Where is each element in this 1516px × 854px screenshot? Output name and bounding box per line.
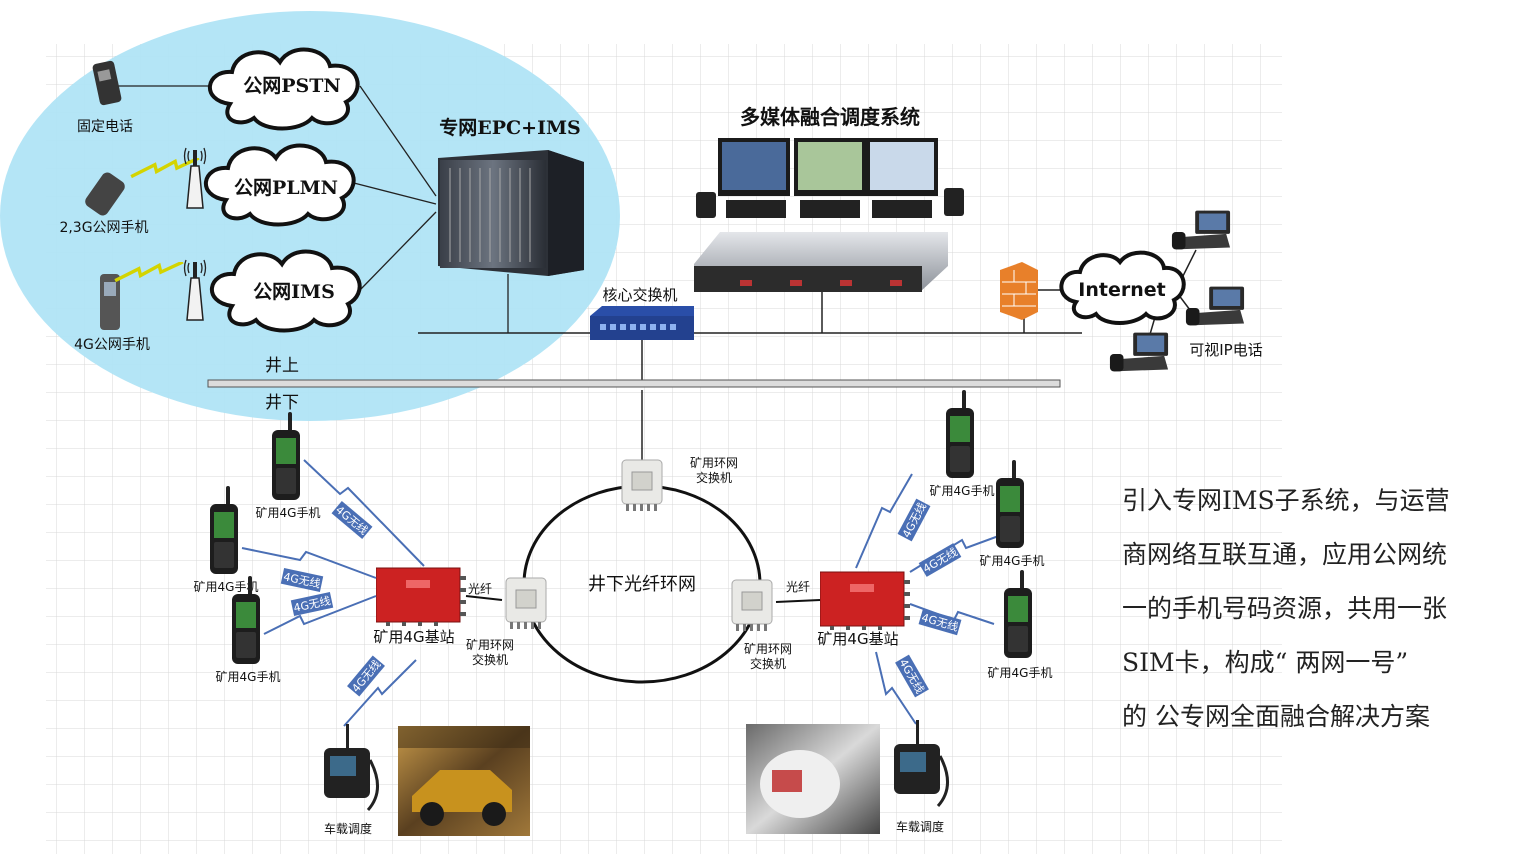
- description-line: SIM卡，构成“ 两网一号”: [1122, 648, 1409, 677]
- mine-phone-label: 矿用4G手机: [980, 554, 1045, 568]
- firewall-icon: [1000, 262, 1038, 320]
- description-line: 的 公专网全面融合解决方案: [1122, 702, 1430, 731]
- internet-label: Internet: [1078, 279, 1165, 301]
- mine-phone-label: 矿用4G手机: [988, 666, 1053, 680]
- above-ground-label: 井上: [265, 356, 299, 376]
- ring-switch-icon: [621, 459, 663, 512]
- fiber-label: 光纤: [786, 580, 810, 594]
- mine-phone-label: 矿用4G手机: [256, 506, 321, 520]
- cloud-ims-label: 公网IMS: [253, 281, 335, 303]
- cloud-plmn-label: 公网PLMN: [234, 177, 338, 199]
- fiber-link: [465, 595, 503, 601]
- wireless-badges: 4G无线 4G无线 4G无线 4G无线 4G无线 4G无线 4G无线 4G无线: [280, 498, 962, 698]
- mining-truck-photo: [398, 726, 530, 836]
- solution-description: 引入专网IMS子系统，与运营 商网络互联互通，应用公网统 一的手机号码资源，共用…: [1122, 474, 1516, 744]
- mine-phone-label: 矿用4G手机: [194, 580, 259, 594]
- tunnel-photo: [746, 724, 880, 834]
- backbone-links: [418, 249, 1197, 460]
- description-line: 一的手机号码资源，共用一张: [1122, 594, 1448, 623]
- mobile-23g-label: 2,3G公网手机: [59, 220, 148, 236]
- base-station-label: 矿用4G基站: [817, 630, 898, 648]
- fixed-phone-icon: [92, 60, 122, 106]
- vehicle-dispatch-icon: [324, 724, 379, 812]
- ring-switch-label: 矿用环网交换机: [690, 456, 738, 485]
- epc-label: 专网EPC+IMS: [439, 116, 580, 139]
- ring-switch-label: 矿用环网交换机: [466, 638, 514, 667]
- description-line: 引入专网IMS子系统，与运营: [1122, 486, 1450, 515]
- base-station-icon: [820, 571, 910, 630]
- ring-switch-icon: [731, 579, 773, 632]
- cloud-ims: 公网IMS: [210, 249, 362, 333]
- cloud-plmn: 公网PLMN: [204, 143, 356, 227]
- video-ip-phone-label: 可视IP电话: [1189, 341, 1262, 359]
- fiber-label: 光纤: [468, 582, 492, 596]
- mobile-23g-icon: [85, 172, 125, 216]
- vehicle-dispatch-label: 车载调度: [896, 819, 944, 834]
- public-links: [118, 85, 509, 333]
- fixed-phone-label: 固定电话: [77, 119, 133, 135]
- base-station-label: 矿用4G基站: [373, 628, 454, 646]
- vehicle-dispatch-label: 车载调度: [324, 821, 372, 836]
- cloud-internet: Internet: [1059, 250, 1186, 325]
- core-switch-label: 核心交换机: [602, 286, 677, 304]
- mobile-4g-label: 4G公网手机: [74, 337, 150, 353]
- fiber-ring-label: 井下光纤环网: [588, 574, 696, 595]
- dispatch-label: 多媒体融合调度系统: [740, 105, 920, 129]
- fiber-link: [775, 599, 821, 603]
- vehicle-dispatch-icon: [894, 720, 949, 808]
- server-icon: [694, 232, 948, 292]
- description-line: 商网络互联互通，应用公网统: [1122, 540, 1448, 569]
- base-station-icon: [376, 567, 466, 626]
- core-switch-icon: [590, 306, 694, 340]
- epc-rack-icon: [438, 150, 584, 276]
- mobile-4g-icon: [100, 274, 120, 330]
- cloud-pstn: 公网PSTN: [208, 47, 360, 131]
- mine-phone-label: 矿用4G手机: [216, 670, 281, 684]
- underground-label: 井下: [265, 393, 299, 413]
- ring-switch-icon: [505, 577, 547, 630]
- cloud-pstn-label: 公网PSTN: [243, 75, 341, 97]
- ground-divider: [207, 379, 1061, 388]
- ring-switch-label: 矿用环网交换机: [744, 642, 792, 671]
- mine-phone-label: 矿用4G手机: [930, 484, 995, 498]
- dispatch-monitors-icon: [696, 138, 964, 218]
